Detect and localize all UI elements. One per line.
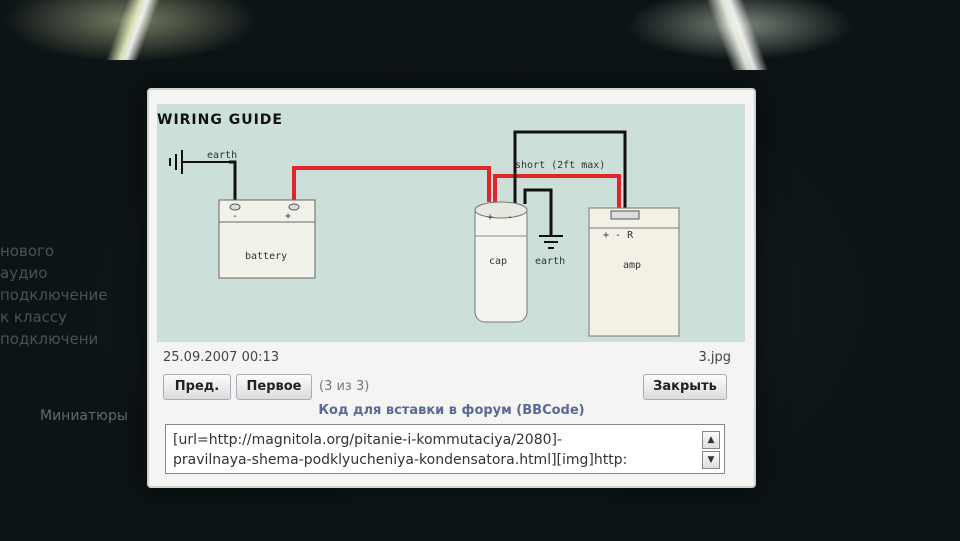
bbcode-line: pravilnaya-shema-podklyucheniya-kondensa…	[173, 452, 628, 468]
cap-label: cap	[489, 256, 507, 267]
background-text-line: нового	[0, 242, 55, 260]
background-text-line: подключени	[0, 330, 99, 348]
image-viewer-dialog: WIRING GUIDE earth - +	[147, 88, 756, 488]
first-button[interactable]: Первое	[236, 374, 312, 400]
battery-plus: +	[285, 211, 291, 222]
wiring-guide-image: WIRING GUIDE earth - +	[157, 104, 745, 342]
wiring-diagram: WIRING GUIDE earth - +	[157, 112, 680, 337]
background-text-line: аудио	[0, 264, 48, 282]
scroll-down-icon[interactable]: ▼	[702, 451, 720, 469]
prev-button[interactable]: Пред.	[163, 374, 231, 400]
earth-ground-icon	[539, 235, 563, 249]
cap-minus: -	[507, 212, 513, 223]
earth-label-bottom: earth	[535, 256, 565, 267]
textarea-scrollbar[interactable]: ▲ ▼	[702, 431, 720, 469]
scroll-up-icon[interactable]: ▲	[702, 431, 720, 449]
earth-label-top: earth	[207, 150, 237, 161]
image-date: 25.09.2007 00:13	[163, 350, 280, 365]
wiring-guide-title: WIRING GUIDE	[157, 112, 283, 128]
background-text-line: подключение	[0, 286, 108, 304]
remote-wire	[513, 130, 627, 216]
bbcode-line: [url=http://magnitola.org/pitanie-i-komm…	[173, 432, 563, 448]
positive-wire-main	[292, 166, 491, 202]
earth-symbol-icon	[169, 150, 229, 174]
background-text-line: к классу	[0, 308, 68, 326]
short-label: short (2ft max)	[515, 160, 605, 171]
background-page-text: нового аудио подключение к классу подклю…	[0, 240, 150, 350]
background-miniatures-label: Миниатюры	[40, 408, 128, 424]
lamp-reflection-right	[700, 0, 780, 70]
positive-wire-amp	[493, 174, 621, 216]
cap-plus: +	[487, 212, 493, 223]
amp-label: amp	[623, 260, 641, 271]
negative-wire-battery	[229, 160, 237, 202]
lamp-reflection-left	[100, 0, 170, 60]
image-filename: 3.jpg	[698, 350, 731, 365]
bbcode-label: Код для вставки в форум (BBCode)	[318, 403, 585, 418]
image-meta: 25.09.2007 00:13 3.jpg	[163, 350, 731, 368]
battery-minus: -	[232, 211, 238, 222]
close-button[interactable]: Закрыть	[643, 374, 727, 400]
bbcode-textarea[interactable]: [url=http://magnitola.org/pitanie-i-komm…	[165, 424, 725, 474]
amp-terminals: + - R	[603, 230, 634, 241]
battery-label: battery	[245, 251, 287, 262]
negative-wire-cap	[523, 188, 553, 236]
capacitor-icon	[474, 201, 528, 323]
amplifier-icon	[588, 207, 680, 337]
image-counter: (3 из 3)	[319, 379, 370, 394]
battery-icon	[218, 199, 316, 279]
